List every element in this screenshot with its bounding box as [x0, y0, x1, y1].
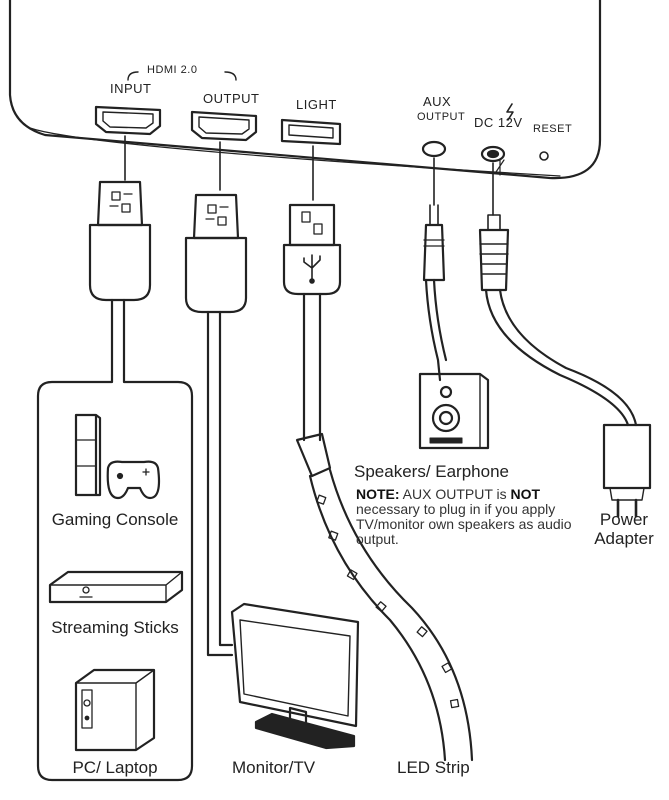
pc-laptop-label: PC/ Laptop — [72, 758, 158, 777]
hdmi-plug-input — [88, 180, 152, 377]
note-text-b: necessary to plug in if you apply TV/mon… — [356, 501, 572, 547]
dc-power-plug — [478, 214, 638, 427]
input-port-label: INPUT — [110, 81, 152, 96]
hdmi-input-port — [94, 105, 162, 136]
game-console-icon — [74, 413, 161, 500]
hdmi-plug-output — [184, 193, 248, 657]
monitor-label: Monitor/TV — [232, 758, 316, 777]
aux-port-label: AUX — [423, 94, 452, 109]
dc-12v-port — [480, 145, 506, 163]
adapter-label: Adapter — [594, 529, 654, 548]
light-port-label: LIGHT — [296, 97, 337, 112]
power-label: Power — [599, 510, 649, 529]
dc-port-label: DC 12V — [474, 115, 523, 130]
streaming-box-icon — [48, 570, 184, 604]
note-text-a: AUX OUTPUT is — [399, 486, 511, 502]
usb-light-port — [280, 118, 342, 146]
usb-icon — [303, 254, 321, 284]
speaker-icon — [418, 372, 490, 450]
led-strip-label: LED Strip — [397, 758, 470, 777]
output-port-label: OUTPUT — [203, 91, 260, 106]
source-devices-frame — [36, 373, 194, 782]
aux-output-port-label: OUTPUT — [417, 111, 466, 123]
pc-tower-icon — [74, 668, 156, 752]
aux-jack-plug — [422, 204, 448, 382]
aux-note: NOTE: AUX OUTPUT is NOT necessary to plu… — [356, 487, 586, 547]
lightning-icon — [506, 103, 514, 121]
aux-output-port — [421, 140, 447, 158]
monitor-icon — [230, 602, 360, 750]
hub-device — [8, 0, 602, 180]
note-prefix: NOTE: — [356, 486, 400, 502]
usb-plug — [282, 203, 342, 442]
speakers-label: Speakers/ Earphone — [354, 462, 509, 481]
power-adapter-icon — [602, 423, 652, 518]
reset-button — [539, 151, 549, 161]
streaming-sticks-label: Streaming Sticks — [51, 618, 179, 637]
led-strip-icon — [295, 432, 474, 762]
note-emphasis: NOT — [510, 486, 541, 502]
reset-label: RESET — [533, 123, 573, 135]
hdmi-group-label: HDMI 2.0 — [147, 64, 198, 76]
hdmi-output-port — [190, 110, 258, 142]
gaming-console-label: Gaming Console — [51, 510, 179, 529]
hdmi-group-bracket — [127, 71, 237, 81]
